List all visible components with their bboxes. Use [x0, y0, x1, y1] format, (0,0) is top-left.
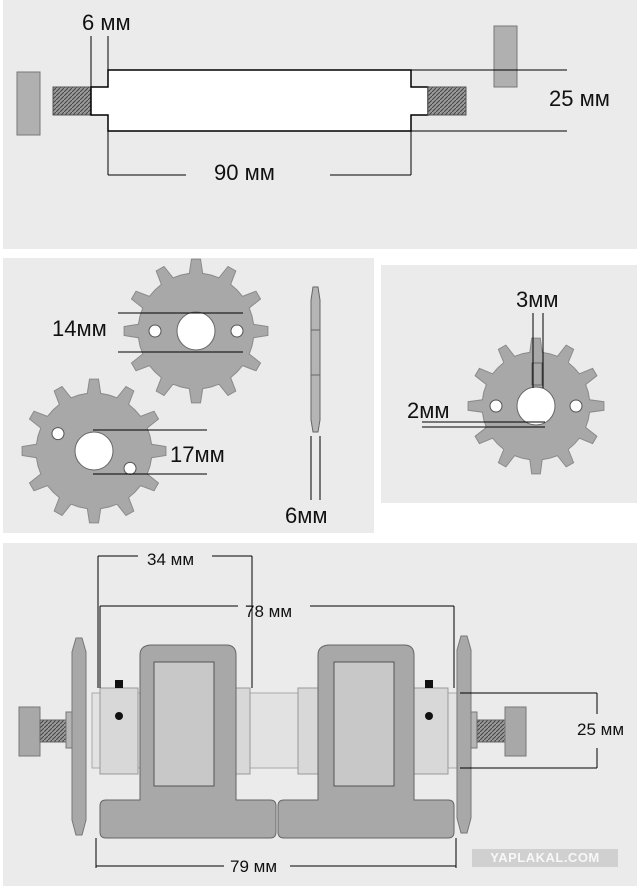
sprocket-bolt-hole: [489, 399, 503, 413]
left-collar: [99, 687, 139, 775]
sprocket-top: [123, 258, 269, 404]
sprocket-keyed: [467, 337, 605, 475]
shaft-diameter-dimension: 25 мм: [549, 86, 610, 111]
watermark: YAPLAKAL.COM: [472, 849, 618, 867]
sprocket-thickness-dimension: 6мм: [285, 503, 328, 528]
key-width-dimension: 3мм: [516, 287, 559, 312]
left-collar-screw: [115, 680, 123, 688]
right-sprocket-edge: [456, 635, 472, 834]
right-bolt-head: [504, 706, 527, 757]
hole-spacing-dimension-top: 14мм: [52, 316, 107, 341]
left-nut: [16, 71, 41, 136]
left-thread: [52, 86, 92, 116]
right-nut: [493, 25, 518, 88]
sprocket-bolt-hole: [51, 427, 65, 441]
right-collar-screw: [425, 680, 433, 688]
sprocket-hub-bore: [74, 431, 114, 471]
right-bolt-thread: [476, 719, 506, 743]
sprocket-hub-bore: [176, 311, 216, 351]
sprocket-hub-bore: [516, 386, 556, 426]
left-collar-hole: [115, 712, 123, 720]
right-collar-hole: [425, 712, 433, 720]
assembly-dimension-78: 78 мм: [245, 602, 293, 621]
sprocket-bolt-hole: [230, 324, 244, 338]
shaft-length-dimension: 90 мм: [214, 160, 275, 185]
shaft-step-dimension: 6 мм: [82, 10, 131, 35]
right-bearing-window: [333, 661, 395, 787]
sprocket-bolt-hole: [569, 399, 583, 413]
hole-spacing-dimension-bottom: 17мм: [170, 442, 225, 467]
key-depth-dimension: 2мм: [407, 398, 450, 423]
sprocket-bottom: [21, 378, 167, 524]
assembly-dimension-34: 34 мм: [147, 550, 195, 569]
left-sprocket-edge: [71, 637, 87, 836]
sprocket-bolt-hole: [148, 324, 162, 338]
right-bearing-spacer: [297, 687, 319, 775]
assembly-diameter-dimension: 25 мм: [577, 720, 625, 739]
left-bearing-window: [153, 661, 215, 787]
assembly-total-dimension: 79 мм: [230, 857, 278, 876]
sprocket-side-view: [310, 286, 321, 433]
left-bolt-thread: [39, 719, 67, 743]
right-thread: [427, 86, 467, 116]
left-bolt-nut: [65, 711, 73, 749]
left-bolt-head: [18, 706, 41, 757]
sprocket-keyway: [531, 362, 543, 386]
right-collar: [409, 687, 449, 775]
right-bolt-nut: [470, 711, 478, 749]
